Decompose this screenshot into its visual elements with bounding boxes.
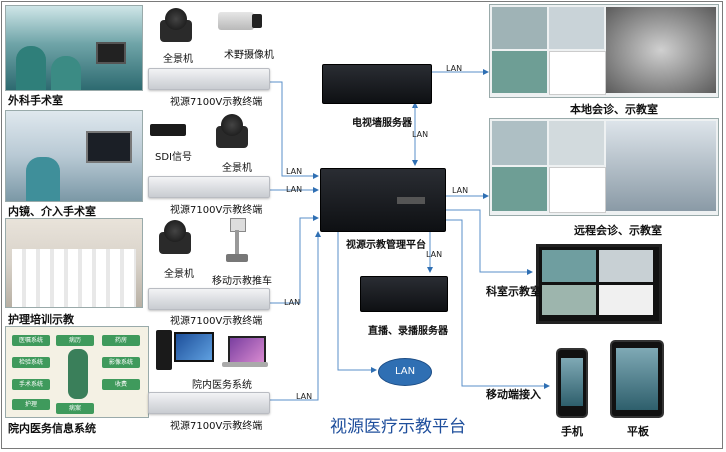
terminal-1 (148, 68, 270, 90)
surgery-photo (5, 5, 143, 91)
his-photo: 医嘱系统病历药房检验系统 影像系统手术系统 收费护理病案 (5, 326, 149, 418)
his-item-tag: 医嘱系统 (12, 335, 50, 346)
department-monitor (536, 244, 662, 324)
broadcast-server (360, 276, 448, 312)
laptop-icon (222, 336, 268, 370)
terminal-label: 视源7100V示教终端 (170, 205, 263, 216)
panorama-camera-icon (157, 218, 193, 256)
server-label-broadcast: 直播、录播服务器 (368, 326, 448, 337)
panorama-camera-icon (214, 112, 250, 150)
output-label-tablet: 平板 (627, 425, 649, 438)
terminal-label: 视源7100V示教终端 (170, 316, 263, 327)
terminal-2 (148, 176, 270, 198)
output-label-phone: 手机 (561, 425, 583, 438)
his-item-tag: 检验系统 (12, 357, 50, 368)
source-label-interventional: 内镜、介入手术室 (8, 205, 96, 218)
device-label-mobile-cart: 移动示教推车 (212, 276, 272, 287)
lan-label: LAN (284, 298, 301, 307)
source-label-his: 院内医务信息系统 (8, 422, 96, 435)
his-item-tag: 护理 (12, 399, 50, 410)
his-item-tag: 药房 (102, 335, 140, 346)
surgeon-shape (51, 56, 81, 90)
device-label-sdi: SDI信号 (155, 152, 192, 163)
terminal-label: 视源7100V示教终端 (170, 421, 263, 432)
terminal-4 (148, 392, 270, 414)
his-item-tag: 影像系统 (102, 357, 140, 368)
mobile-cart-icon (224, 218, 250, 264)
terminal-label: 视源7100V示教终端 (170, 97, 263, 108)
server-label-platform: 视源示教管理平台 (346, 240, 426, 251)
output-label-mobile: 移动端接入 (486, 388, 541, 401)
device-label-panorama: 全景机 (163, 54, 193, 65)
nurse-figure (68, 349, 88, 399)
device-label-surgical-camera: 术野摄像机 (224, 50, 274, 61)
source-label-nursing: 护理培训示教 (8, 313, 74, 326)
lan-label: LAN (446, 64, 463, 73)
nursing-photo (5, 218, 143, 308)
tv-wall-server (322, 64, 432, 104)
tablet-device (610, 340, 664, 418)
output-label-remote: 远程会诊、示教室 (574, 224, 662, 237)
server-label-tv-wall: 电视墙服务器 (352, 118, 412, 129)
output-label-department: 科室示教室 (486, 285, 541, 298)
device-label-his-system: 院内医务系统 (192, 380, 252, 391)
lan-label: LAN (426, 250, 443, 259)
lan-label: LAN (452, 186, 469, 195)
surgeon-shape (26, 157, 60, 201)
lan-label: LAN (286, 167, 303, 176)
lan-label: LAN (296, 392, 313, 401)
lan-bubble: LAN (378, 358, 432, 386)
lan-label: LAN (286, 185, 303, 194)
remote-room-photo (489, 118, 719, 216)
source-label-surgery: 外科手术室 (8, 94, 63, 107)
phone-device (556, 348, 588, 418)
sdi-box-icon (150, 124, 186, 136)
interventional-photo (5, 110, 143, 202)
his-item-tag: 病历 (56, 335, 94, 346)
local-room-photo (489, 4, 719, 98)
device-label-panorama: 全景机 (222, 163, 252, 174)
output-label-local: 本地会诊、示教室 (570, 103, 658, 116)
monitor-shape (86, 131, 132, 163)
monitor-shape (96, 42, 126, 64)
his-item-tag: 病案 (56, 403, 94, 414)
his-item-tag: 收费 (102, 379, 140, 390)
lan-label: LAN (412, 130, 429, 139)
terminal-3 (148, 288, 270, 310)
platform-title: 视源医疗示教平台 (330, 417, 466, 437)
his-item-tag: 手术系统 (12, 379, 50, 390)
device-label-panorama: 全景机 (164, 269, 194, 280)
crowd-shape (12, 249, 136, 307)
panorama-camera-icon (158, 6, 194, 44)
desktop-pc-icon (156, 330, 214, 372)
surgical-camera-icon (218, 10, 264, 32)
platform-server (320, 168, 446, 232)
surgeon-shape (16, 46, 46, 90)
